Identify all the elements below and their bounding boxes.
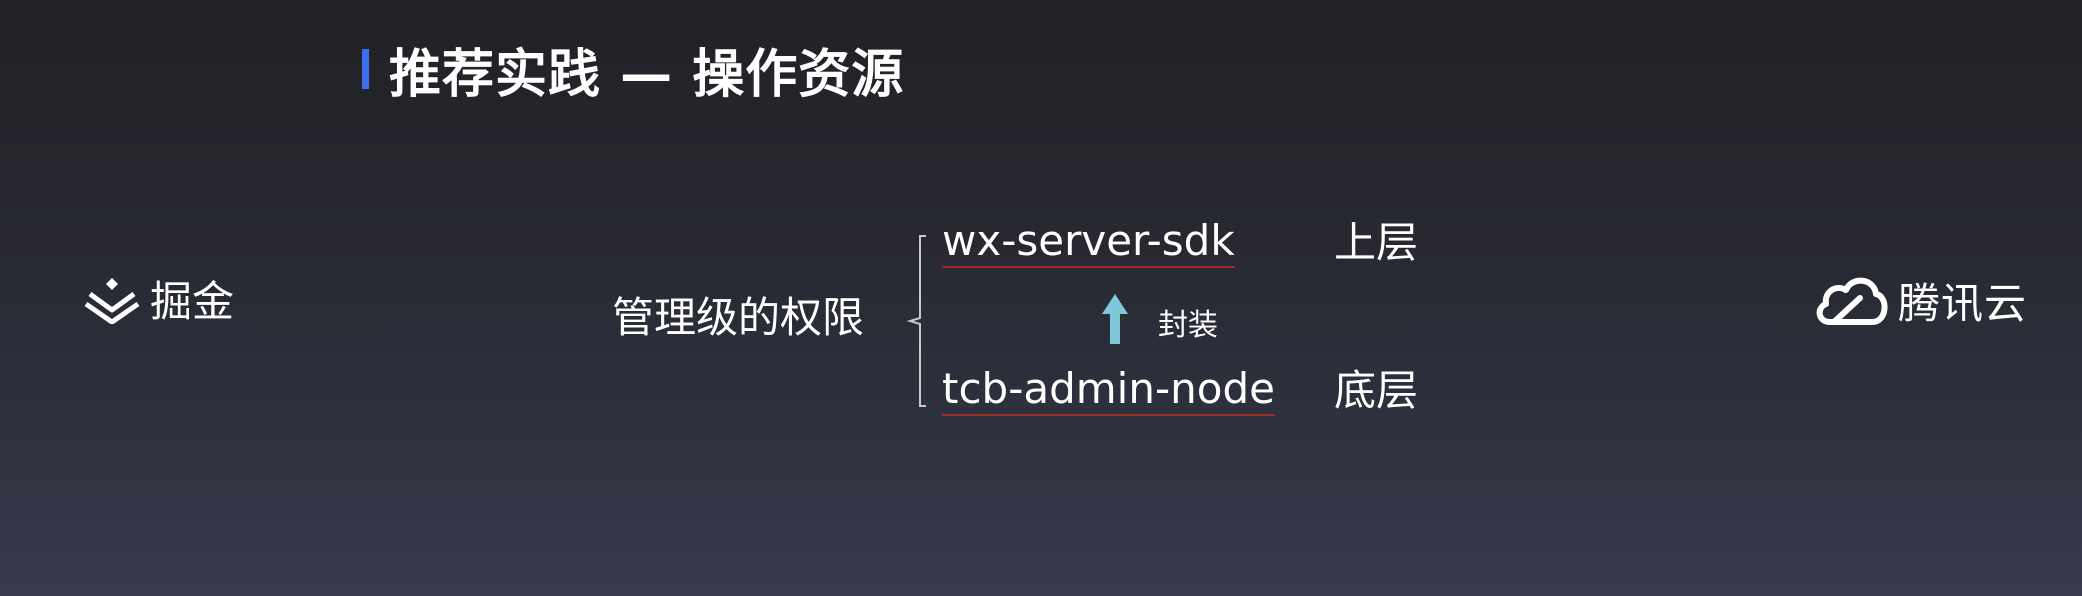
bottom-sdk-label: tcb-admin-node [942, 368, 1275, 416]
bracket-connector [906, 235, 926, 407]
juejin-logo-icon [84, 277, 140, 324]
permission-label: 管理级的权限 [612, 293, 865, 342]
brand-right-label: 腾讯云 [1898, 279, 2028, 328]
wrap-label: 封装 [1158, 308, 1218, 343]
bottom-layer-label: 底层 [1334, 366, 1419, 415]
brand-left: 掘金 [84, 268, 234, 329]
title-accent-bar [362, 49, 369, 89]
brand-left-label: 掘金 [150, 277, 235, 326]
up-arrow-icon [1102, 294, 1128, 344]
top-sdk-label: wx-server-sdk [942, 220, 1235, 268]
brand-right: 腾讯云 [1812, 270, 2027, 331]
slide-title-group: 推荐实践 — 操作资源 [362, 38, 904, 105]
slide-title: 推荐实践 — 操作资源 [389, 44, 905, 105]
tencent-cloud-logo-icon [1816, 277, 1888, 325]
top-layer-label: 上层 [1334, 218, 1419, 267]
